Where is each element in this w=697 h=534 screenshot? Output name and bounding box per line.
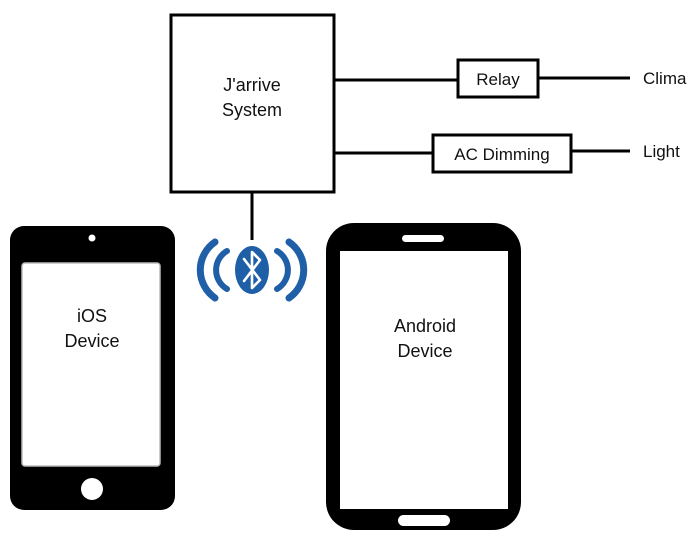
- ios-device: iOS Device: [10, 226, 175, 510]
- android-speaker: [402, 235, 444, 242]
- ios-label-line1: iOS: [77, 306, 107, 326]
- ios-screen: [21, 262, 161, 467]
- android-home-button: [398, 515, 450, 526]
- relay-branch: Relay Clima: [334, 58, 687, 99]
- ios-earpiece: [88, 234, 96, 242]
- android-screen: [340, 251, 508, 509]
- ac-dimming-box: [431, 133, 573, 174]
- light-label: Light: [643, 142, 680, 161]
- system-label-line2: System: [222, 100, 282, 120]
- jarrive-system-node: J'arrive System: [169, 13, 336, 194]
- ios-home-button: [81, 478, 103, 500]
- android-device: Android Device: [326, 223, 521, 530]
- android-label-line2: Device: [397, 341, 452, 361]
- ios-label-line2: Device: [64, 331, 119, 351]
- relay-label: Relay: [476, 70, 520, 89]
- android-label-line1: Android: [394, 316, 456, 336]
- bluetooth-icon: [196, 238, 308, 302]
- system-label-line1: J'arrive: [223, 75, 280, 95]
- ac-dimming-label: AC Dimming: [454, 145, 549, 164]
- clima-label: Clima: [643, 69, 687, 88]
- dimming-branch: AC Dimming Light: [334, 133, 680, 174]
